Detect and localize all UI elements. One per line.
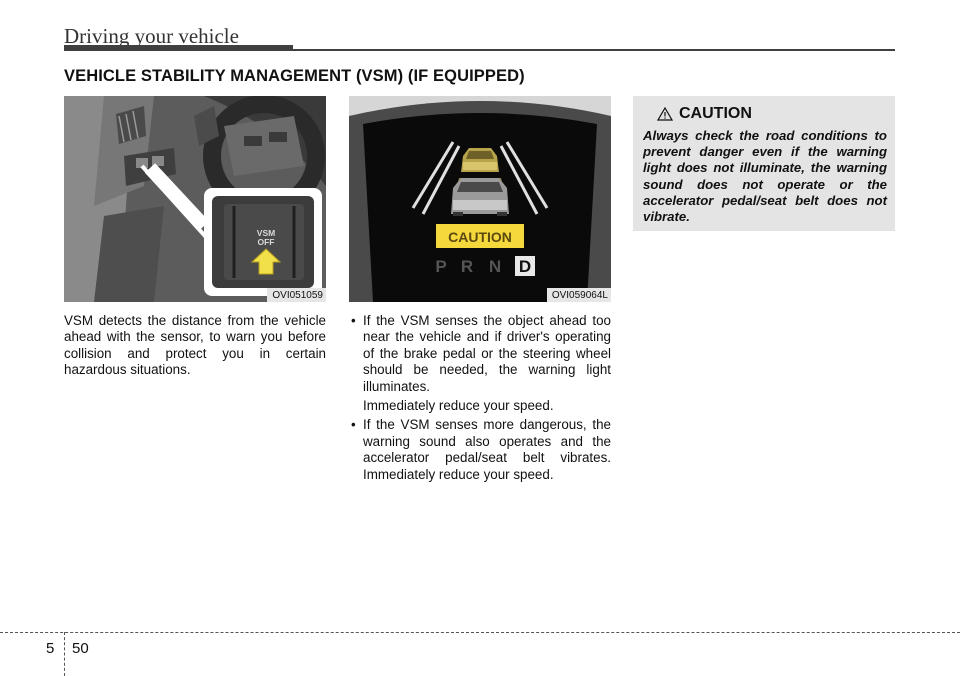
section-title: VEHICLE STABILITY MANAGEMENT (VSM) (IF E… bbox=[64, 67, 525, 85]
gear-n: N bbox=[489, 257, 501, 276]
figure-code: OVI051059 bbox=[267, 288, 326, 302]
warning-triangle-icon bbox=[657, 107, 673, 121]
gear-d: D bbox=[519, 257, 531, 276]
page-number: 50 bbox=[72, 640, 89, 657]
caution-text: Always check the road conditions to prev… bbox=[643, 128, 887, 225]
figure-code: OVI059064L bbox=[546, 288, 611, 302]
bullet-sub-paragraph: Immediately reduce your speed. bbox=[363, 398, 554, 414]
gear-p: P bbox=[435, 257, 446, 276]
footer-divider bbox=[64, 632, 65, 676]
vsm-button-label-1: VSM bbox=[257, 228, 275, 238]
cluster-warning-figure: CAUTION P R N D OVI059064L bbox=[349, 96, 611, 302]
dashboard-illustration: VSM OFF bbox=[64, 96, 326, 302]
own-car-icon bbox=[451, 178, 509, 216]
up-arrow-icon bbox=[250, 248, 282, 275]
header-rule-thick bbox=[64, 45, 293, 51]
footer-rule bbox=[0, 632, 960, 633]
bullet-list: If the VSM senses the object ahead too n… bbox=[349, 313, 611, 483]
intro-paragraph: VSM detects the distance from the vehicl… bbox=[64, 313, 326, 378]
caution-box: CAUTION Always check the road conditions… bbox=[633, 96, 895, 231]
bullet-item: If the VSM senses more dangerous, the wa… bbox=[349, 417, 611, 483]
bullet-item: If the VSM senses the object ahead too n… bbox=[349, 313, 611, 395]
chapter-number: 5 bbox=[46, 640, 55, 657]
caution-header: CAUTION bbox=[657, 105, 887, 123]
running-header: Driving your vehicle bbox=[64, 24, 239, 48]
vsm-switch-figure: VSM OFF OVI051059 bbox=[64, 96, 326, 302]
cluster-illustration: CAUTION P R N D bbox=[349, 96, 611, 302]
cluster-caution-label: CAUTION bbox=[448, 229, 512, 245]
caution-title: CAUTION bbox=[679, 105, 752, 122]
gear-r: R bbox=[461, 257, 473, 276]
vsm-button-label-2: OFF bbox=[258, 237, 275, 247]
header-rule-thin bbox=[293, 49, 895, 51]
front-car-icon bbox=[461, 148, 499, 172]
